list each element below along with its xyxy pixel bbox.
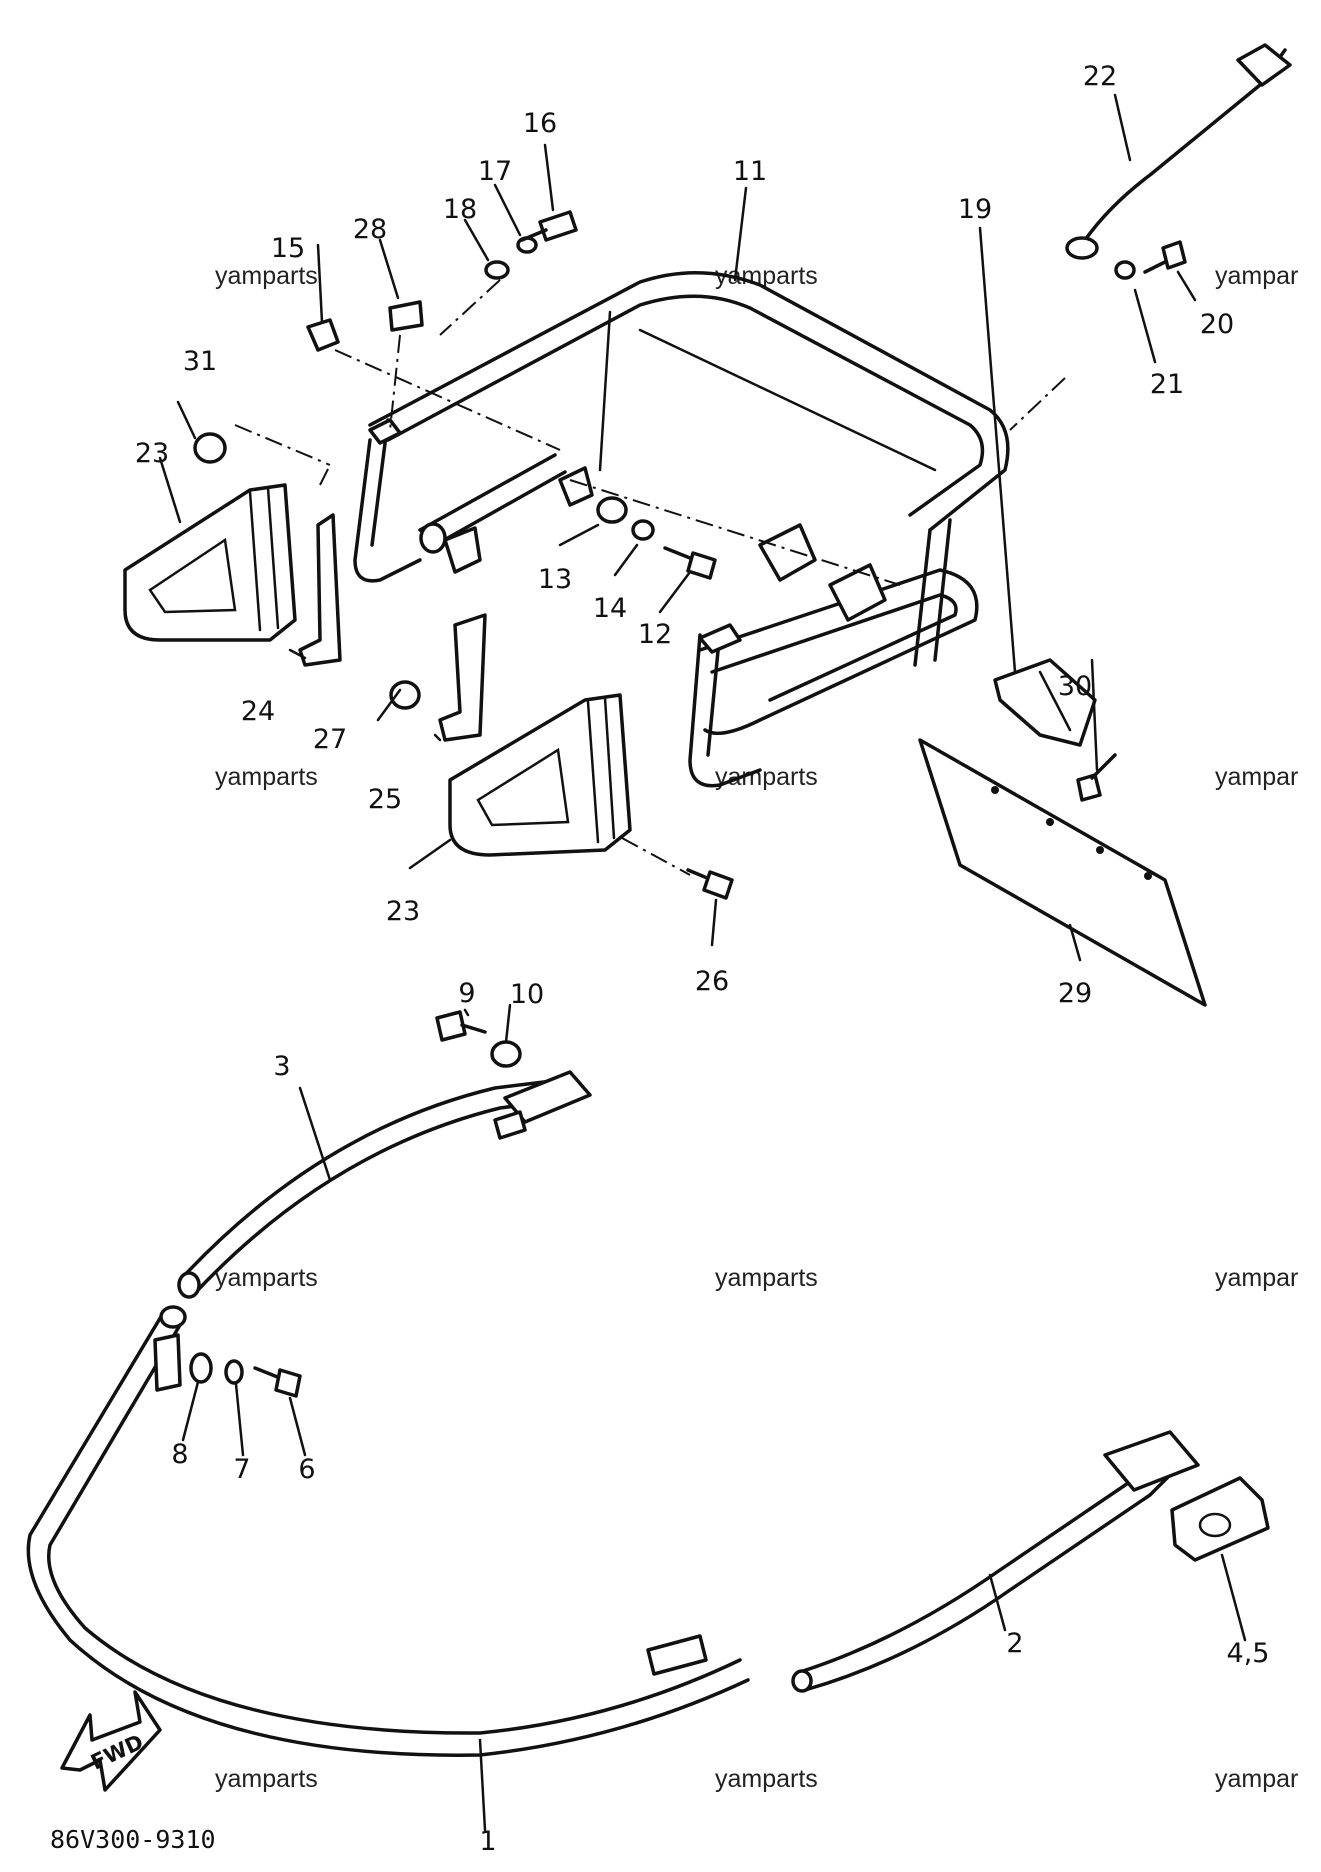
callout-14: 14 xyxy=(593,593,627,624)
callout-2: 2 xyxy=(1006,1628,1023,1659)
watermark-text: yamparts xyxy=(715,1264,818,1292)
callout-10: 10 xyxy=(510,979,544,1010)
watermark-text: yamparts xyxy=(715,1765,818,1793)
callout-30: 30 xyxy=(1058,671,1092,702)
watermarks: yamparts yamparts yampar yamparts yampar… xyxy=(215,262,1298,1793)
watermark-text: yampar xyxy=(1215,1264,1298,1292)
watermark-text: yampar xyxy=(1215,262,1298,290)
callout-22: 22 xyxy=(1083,61,1117,92)
callout-21: 21 xyxy=(1150,369,1184,400)
callout-11: 11 xyxy=(733,156,767,187)
callout-13: 13 xyxy=(538,564,572,595)
watermark-text: yamparts xyxy=(215,763,318,791)
callout-31: 31 xyxy=(183,346,217,377)
callout-17: 17 xyxy=(478,156,512,187)
carrier-frame-drawing xyxy=(353,271,1010,788)
license-plate-drawing xyxy=(918,738,1207,1007)
callout-15: 15 xyxy=(271,233,305,264)
callout-8: 8 xyxy=(171,1439,188,1470)
callout-28: 28 xyxy=(353,214,387,245)
callout-26: 26 xyxy=(695,966,729,997)
callout-7: 7 xyxy=(233,1454,250,1485)
side-bracket-left-drawing xyxy=(123,483,342,667)
callout-16: 16 xyxy=(523,108,557,139)
callout-25: 25 xyxy=(368,784,402,815)
watermark-text: yampar xyxy=(1215,1765,1298,1793)
watermark-text: yamparts xyxy=(215,1765,318,1793)
callout-1: 1 xyxy=(479,1826,496,1857)
callout-12: 12 xyxy=(638,619,672,650)
watermark-text: yamparts xyxy=(215,1264,318,1292)
callout-19: 19 xyxy=(958,194,992,225)
callout-23-lower: 23 xyxy=(386,896,420,927)
watermark-text: yamparts xyxy=(215,262,318,290)
watermark-text: yampar xyxy=(1215,763,1298,791)
grab-bars-drawing xyxy=(26,1070,1270,1757)
callout-18: 18 xyxy=(443,194,477,225)
callout-24: 24 xyxy=(241,696,275,727)
callouts: 1 2 3 4,5 6 7 8 9 10 11 12 13 14 15 16 1… xyxy=(135,61,1270,1857)
side-bracket-right-drawing xyxy=(438,613,632,857)
watermark-text: yamparts xyxy=(715,763,818,791)
callout-3: 3 xyxy=(273,1051,290,1082)
fwd-arrow: FWD xyxy=(60,1690,162,1792)
callout-20: 20 xyxy=(1200,309,1234,340)
leader-lines xyxy=(158,93,1247,1832)
diagram-code: 86V300-9310 xyxy=(50,1825,216,1854)
callout-9: 9 xyxy=(458,978,475,1009)
callout-29: 29 xyxy=(1058,978,1092,1009)
hardware-drawing xyxy=(189,43,1292,1398)
callout-23-upper: 23 xyxy=(135,438,169,469)
callout-4-5: 4,5 xyxy=(1227,1638,1270,1669)
callout-6: 6 xyxy=(298,1454,315,1485)
callout-27: 27 xyxy=(313,724,347,755)
